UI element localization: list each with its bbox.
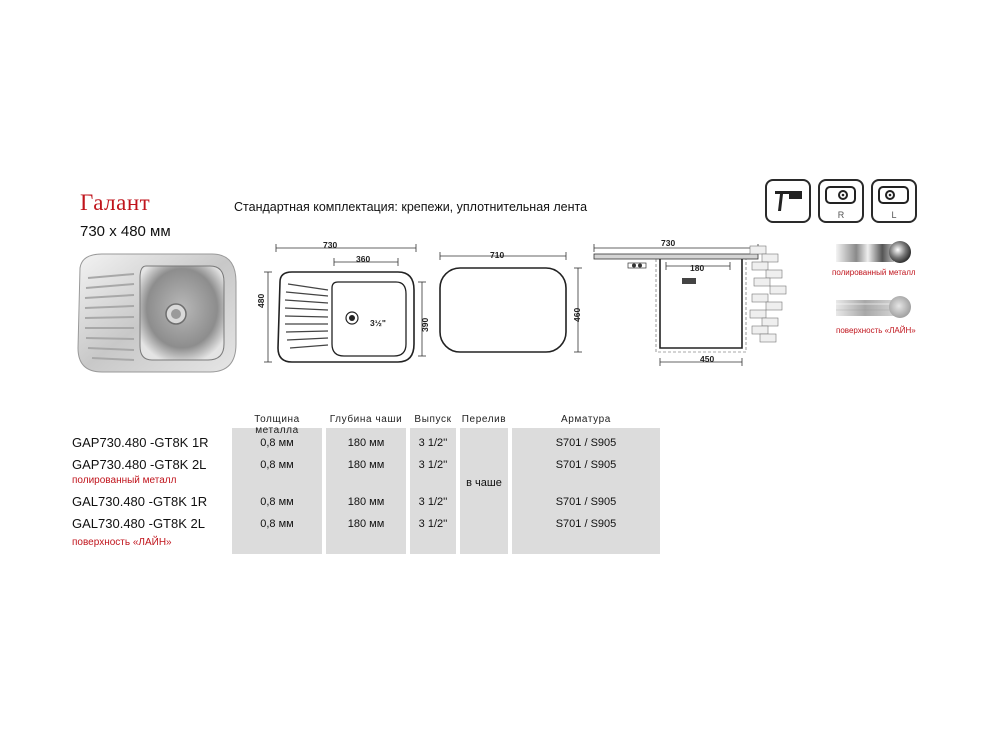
cell-drain-4: 3 1/2'' <box>418 518 448 530</box>
polished-label: полированный металл <box>832 268 916 277</box>
cell-thickness-3: 0,8 мм <box>260 496 294 508</box>
dim-top-height: 480 <box>256 293 266 308</box>
top-view-drawing <box>258 238 428 368</box>
cutout-drawing <box>432 248 588 356</box>
col-shade-drain <box>410 428 456 554</box>
header-overflow: Перелив <box>461 414 507 425</box>
product-title: Галант <box>80 190 151 215</box>
model-row-3: GAL730.480 -GT8K 1R <box>72 494 208 509</box>
bowl-left-icon: L <box>871 179 917 223</box>
line-swatch <box>836 292 914 322</box>
polished-swatch <box>836 238 914 266</box>
col-shade-fittings <box>512 428 660 554</box>
cell-fittings-2: S701 / S905 <box>555 459 617 471</box>
dim-cutout-width: 710 <box>490 250 505 260</box>
section-drawing <box>590 236 805 371</box>
cell-depth-2: 180 мм <box>347 459 385 471</box>
dim-cutout-height: 460 <box>572 307 582 322</box>
dim-top-drain: 3½" <box>370 318 386 328</box>
cell-fittings-1: S701 / S905 <box>555 437 617 449</box>
header-thickness: Толщина металла <box>254 414 300 436</box>
dim-top-depth: 390 <box>420 317 430 332</box>
bowl-right-letter: R <box>837 210 845 220</box>
cell-drain-2: 3 1/2'' <box>418 459 448 471</box>
cell-depth-1: 180 мм <box>347 437 385 449</box>
standard-kit-text: Стандартная комплектация: крепежи, уплот… <box>234 200 588 214</box>
bowl-right-icon: R <box>818 179 864 223</box>
dim-section-bottom: 450 <box>700 354 715 364</box>
dim-section-width: 730 <box>661 238 676 248</box>
header-depth: Глубина чаши <box>329 414 403 425</box>
col-shade-depth <box>326 428 406 554</box>
cell-fittings-3: S701 / S905 <box>555 496 617 508</box>
product-size: 730 х 480 мм <box>80 223 171 240</box>
dim-section-depth: 180 <box>690 263 705 273</box>
cell-depth-4: 180 мм <box>347 518 385 530</box>
cell-drain-3: 3 1/2'' <box>418 496 448 508</box>
dim-top-bowl: 360 <box>356 254 371 264</box>
model-row-1: GAP730.480 -GT8K 1R <box>72 435 209 450</box>
col-shade-thickness <box>232 428 322 554</box>
header-drain: Выпуск <box>414 414 452 425</box>
sink-photo <box>72 248 240 378</box>
dim-top-width: 730 <box>323 240 338 250</box>
cell-overflow: в чаше <box>466 477 502 489</box>
group-label-polished: полированный металл <box>72 475 177 486</box>
cell-thickness-4: 0,8 мм <box>260 518 294 530</box>
col-shade-overflow <box>460 428 508 554</box>
overlay-mount-icon <box>765 179 811 223</box>
group-label-line: поверхность «ЛАЙН» <box>72 537 172 548</box>
line-label: поверхность «ЛАЙН» <box>836 326 916 335</box>
model-row-2: GAP730.480 -GT8K 2L <box>72 457 207 472</box>
cell-thickness-2: 0,8 мм <box>260 459 294 471</box>
cell-thickness-1: 0,8 мм <box>260 437 294 449</box>
bowl-left-letter: L <box>891 210 897 220</box>
cell-fittings-4: S701 / S905 <box>555 518 617 530</box>
cell-drain-1: 3 1/2'' <box>418 437 448 449</box>
model-row-4: GAL730.480 -GT8K 2L <box>72 516 205 531</box>
cell-depth-3: 180 мм <box>347 496 385 508</box>
header-fittings: Арматура <box>561 414 611 425</box>
